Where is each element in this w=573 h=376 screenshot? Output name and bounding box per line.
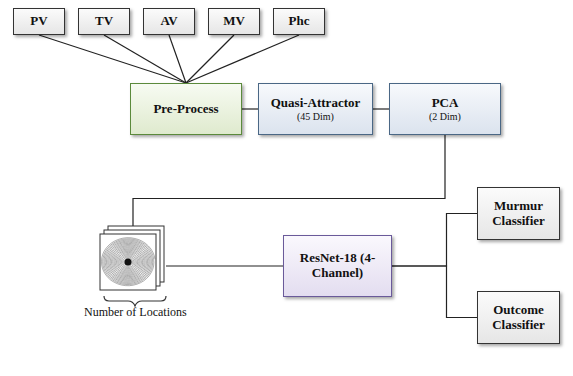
connector bbox=[104, 35, 186, 83]
sub-label: (45 Dim) bbox=[293, 111, 338, 123]
connector bbox=[392, 266, 477, 318]
classifier-box: Murmur Classifier bbox=[477, 187, 560, 240]
connector bbox=[39, 35, 186, 83]
process-box: Quasi-Attractor(45 Dim) bbox=[258, 83, 373, 135]
node-label: Quasi-Attractor bbox=[267, 96, 365, 111]
connector bbox=[242, 108, 258, 109]
connector bbox=[373, 108, 389, 109]
node-label: Outcome Classifier bbox=[478, 303, 559, 333]
node-label: TV bbox=[91, 14, 117, 29]
input-box: Phc bbox=[273, 8, 325, 35]
connector bbox=[166, 265, 283, 266]
node-label: Murmur Classifier bbox=[478, 199, 559, 229]
connector bbox=[133, 135, 445, 226]
connector bbox=[186, 35, 234, 83]
node-label: MV bbox=[219, 14, 249, 29]
brace bbox=[104, 296, 166, 306]
connector bbox=[186, 35, 299, 83]
input-box: PV bbox=[13, 8, 65, 35]
node-label: Phc bbox=[285, 14, 314, 29]
input-box: TV bbox=[78, 8, 130, 35]
connector bbox=[392, 214, 477, 267]
process-box: PCA(2 Dim) bbox=[389, 83, 501, 135]
node-label: ResNet-18 (4-Channel) bbox=[284, 251, 391, 281]
node-label: PV bbox=[26, 14, 51, 29]
node-label: Pre-Process bbox=[149, 102, 222, 117]
input-box: MV bbox=[208, 8, 260, 35]
classifier-box: Outcome Classifier bbox=[477, 291, 560, 344]
connector bbox=[169, 35, 186, 83]
node-label: AV bbox=[156, 14, 181, 29]
network-box: ResNet-18 (4-Channel) bbox=[283, 235, 392, 297]
input-box: AV bbox=[143, 8, 195, 35]
process-box: Pre-Process bbox=[130, 83, 242, 135]
node-label: Number of Locations bbox=[80, 306, 186, 320]
sub-label: (2 Dim) bbox=[425, 111, 465, 123]
image-stack: Number of Locations bbox=[100, 226, 166, 292]
node-label: PCA bbox=[428, 96, 463, 111]
